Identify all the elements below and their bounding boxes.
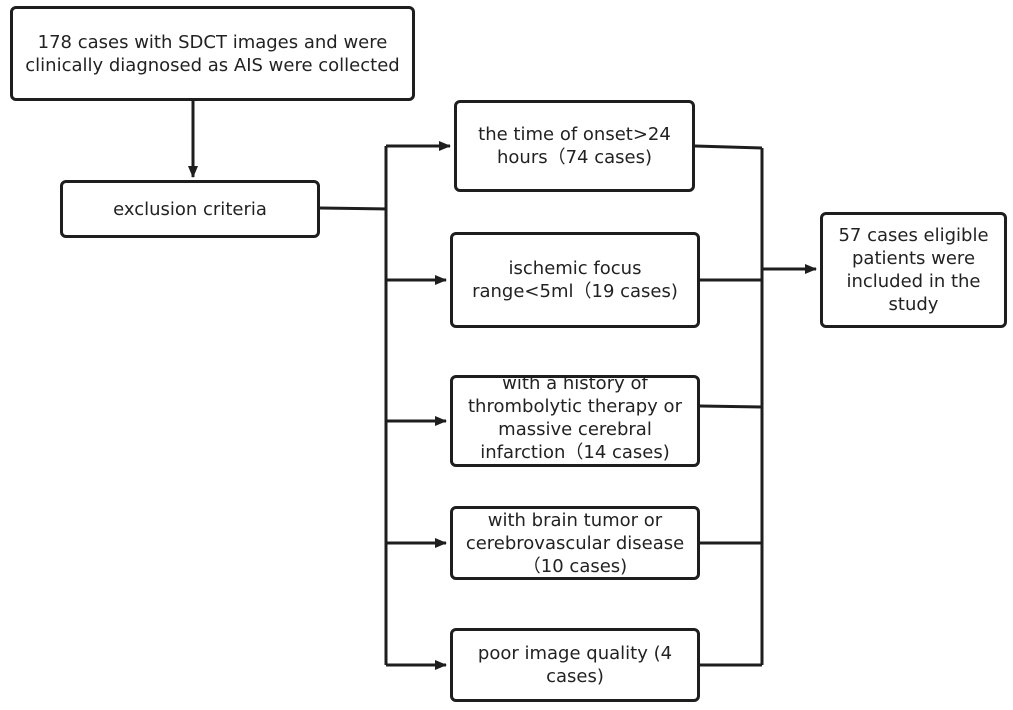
connector-onset-out [694,144,763,150]
onset-exclusion-text: the time of onset>24 hours（74 cases) [478,124,671,168]
onset-exclusion-box: the time of onset>24 hours（74 cases) [454,100,695,192]
eligible-patients-text: 57 cases eligible patients were included… [838,225,989,315]
quality-exclusion-box: poor image quality (4 cases) [450,628,700,702]
thrombolytic-exclusion-box: with a history of thrombolytic therapy o… [450,375,700,467]
connector-exclusion-to-branch [319,206,388,211]
exclusion-criteria-text: exclusion criteria [113,198,267,220]
source-cases-text: 178 cases with SDCT images and were clin… [25,31,400,76]
quality-exclusion-text: poor image quality (4 cases) [477,643,673,687]
tumor-exclusion-text: with brain tumor or cerebrovascular dise… [465,509,685,577]
focus-exclusion-text: ischemic focus range<5ml（19 cases) [472,258,678,302]
focus-exclusion-box: ischemic focus range<5ml（19 cases) [450,232,700,328]
connector-thrombolytic-out [699,404,763,409]
exclusion-criteria-box: exclusion criteria [60,180,320,238]
tumor-exclusion-box: with brain tumor or cerebrovascular dise… [450,506,700,580]
thrombolytic-exclusion-text: with a history of thrombolytic therapy o… [468,375,682,463]
eligible-patients-box: 57 cases eligible patients were included… [820,212,1007,328]
source-cases-box: 178 cases with SDCT images and were clin… [10,6,415,101]
